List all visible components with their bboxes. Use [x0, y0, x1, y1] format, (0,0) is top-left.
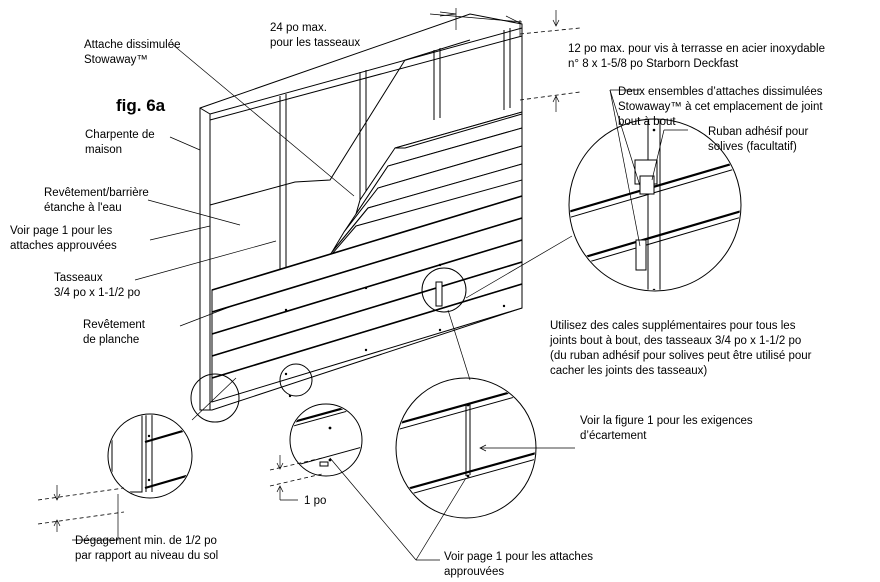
label-sheathing: Revêtement/barrière étanche à l'eau [44, 187, 152, 214]
detail-bottom-corner [107, 413, 193, 499]
figure-title: fig. 6a [116, 96, 166, 115]
callout-circle-corner [190, 373, 240, 423]
label-battens: Tasseaux 3/4 po x 1-1/2 po [54, 272, 140, 299]
detail-butt-joint-clips [568, 118, 742, 292]
label-ground-clearance: Dégagement min. de 1/2 po par rapport au… [75, 535, 220, 562]
framing-studs [279, 28, 511, 270]
label-one-inch: 1 po [304, 495, 326, 507]
label-gap-reference: Voir la figure 1 pour les exigences d’éc… [580, 415, 756, 442]
label-two-sets-clips: Deux ensembles d’attaches dissimulées St… [618, 86, 826, 128]
upper-siding-boards [319, 111, 523, 269]
label-see-page1-fasteners: Voir page 1 pour les attaches approuvées [10, 225, 117, 252]
label-screw-spacing: 12 po max. pour vis à terrasse en acier … [568, 43, 828, 70]
sheathing-edge [209, 39, 471, 206]
label-hidden-fastener: Attache dissimulée Stowaway™ [84, 39, 184, 66]
detail-fastener-spacing [289, 403, 363, 477]
label-joist-spacing: 24 po max. pour les tasseaux [270, 22, 360, 49]
label-joist-tape: Ruban adhésif pour solives (facultatif) [708, 126, 812, 153]
leader-lines [72, 15, 688, 561]
label-siding: Revêtement de planche [83, 319, 148, 346]
callout-circle-fastener [279, 363, 313, 397]
label-see-page1-bottom: Voir page 1 pour les attaches approuvées [444, 551, 596, 578]
label-extra-blocking: Utilisez des cales supplémentaires pour … [549, 320, 815, 377]
wall-assembly [190, 13, 523, 423]
lower-siding-boards [211, 195, 523, 403]
label-house-frame: Charpente de maison [85, 129, 158, 156]
callout-circle-joint [421, 267, 467, 313]
